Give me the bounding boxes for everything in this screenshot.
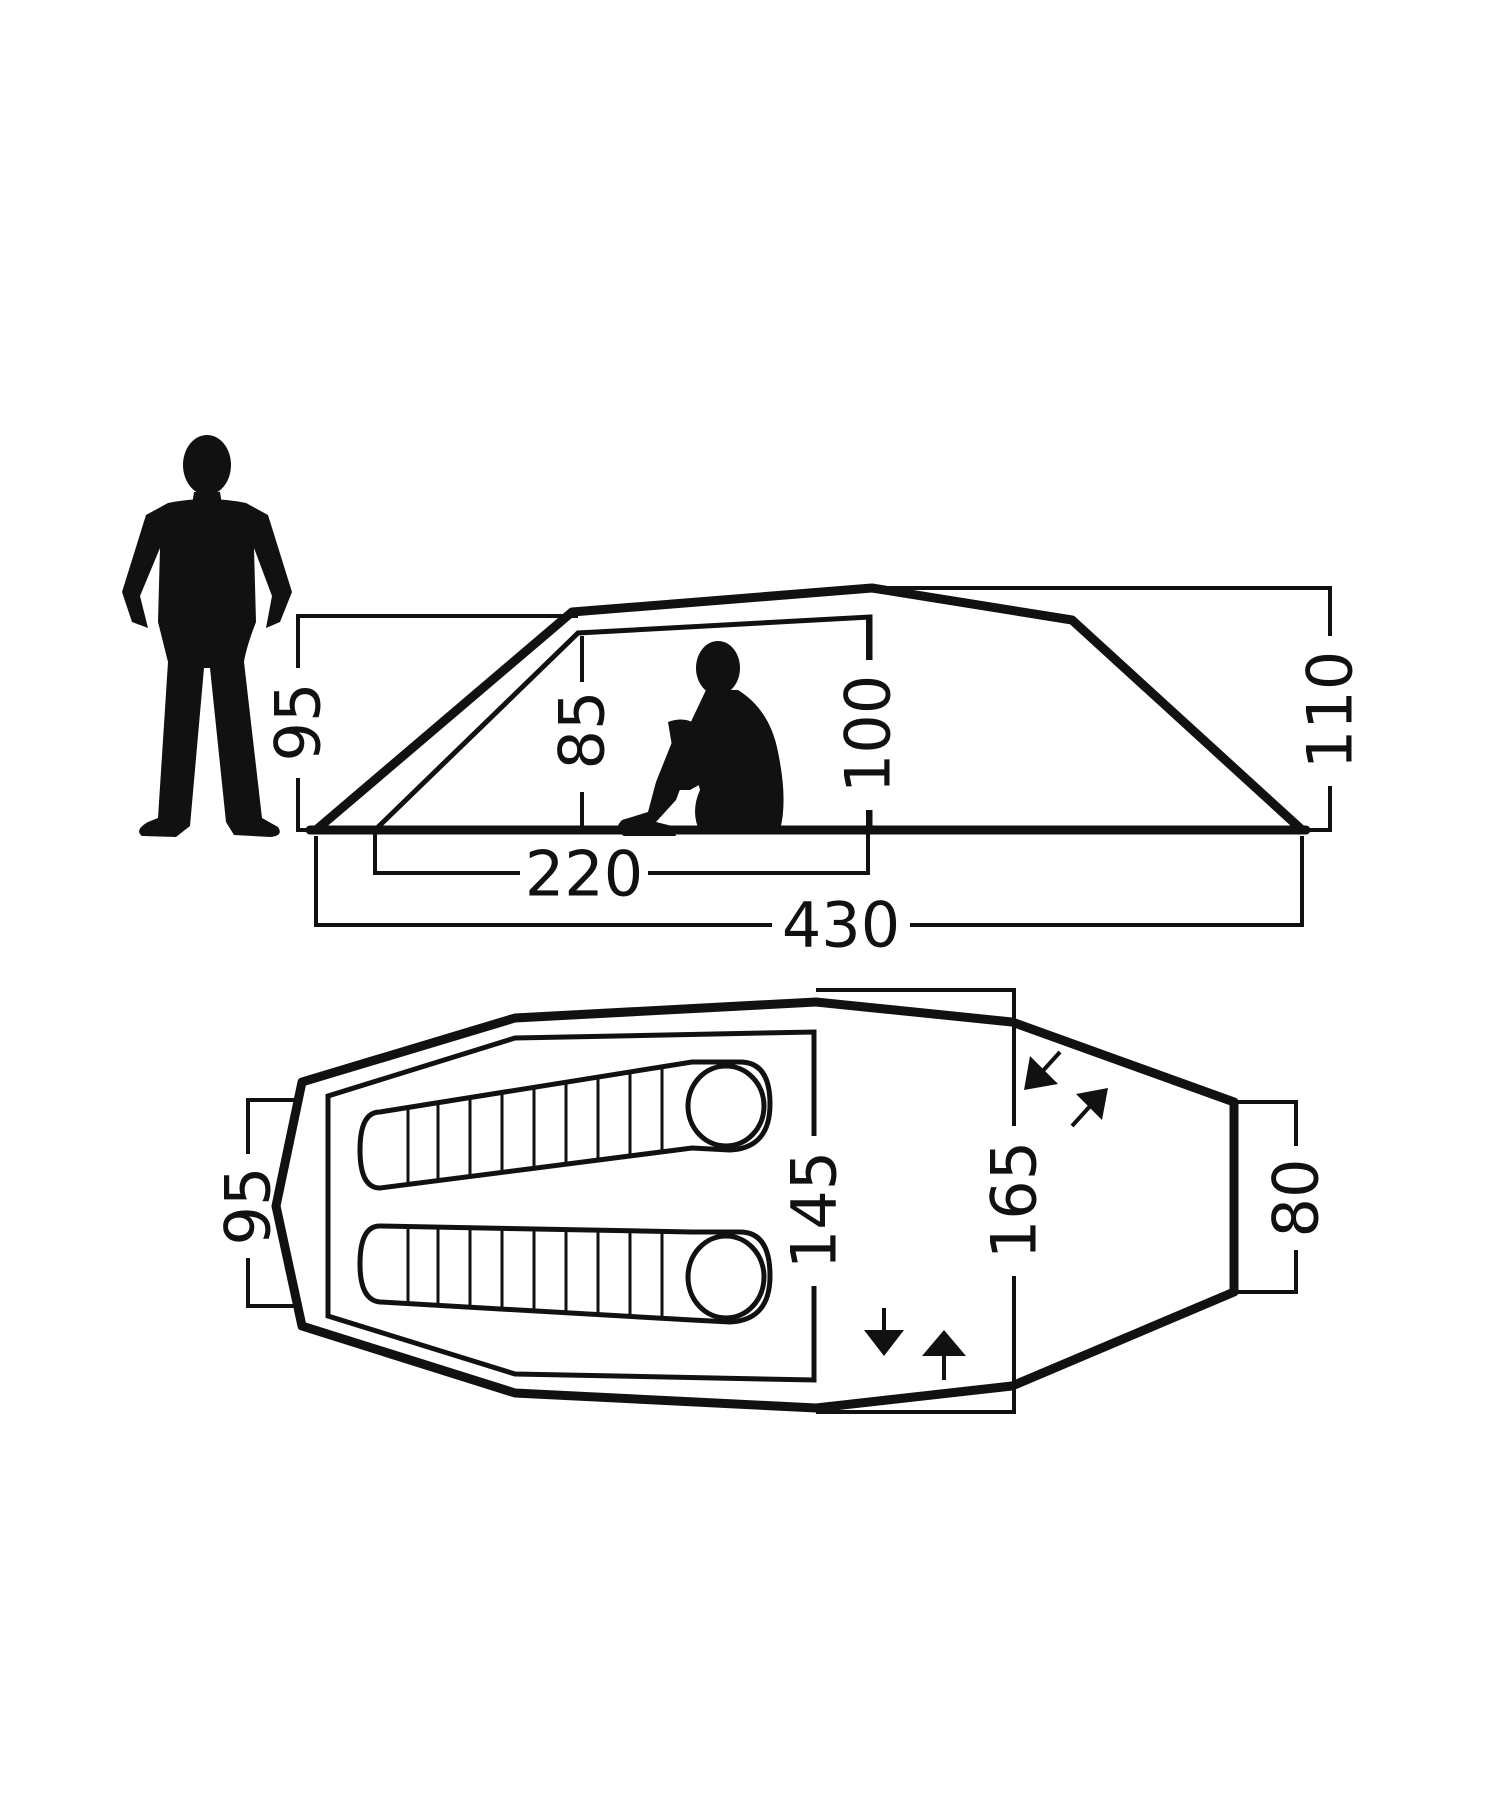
- inner-peak-height-label: 100: [832, 675, 905, 793]
- side-view: 95 85 100 110 220 430: [122, 435, 1367, 962]
- floor-plan: 95 145 165 80: [212, 988, 1333, 1414]
- foot-end-width-label: 80: [1260, 1159, 1333, 1238]
- label-bg: [284, 668, 314, 778]
- inner-width-label: 145: [778, 1151, 851, 1269]
- label-bg: [796, 1136, 832, 1286]
- outer-height-label: 95: [262, 683, 335, 762]
- outer-length-label: 430: [782, 889, 900, 962]
- inner-tent-floor: [325, 1029, 817, 1383]
- label-bg: [772, 898, 910, 952]
- tent-outer-shell: [311, 583, 1307, 835]
- label-bg: [1312, 636, 1348, 786]
- label-bg: [850, 660, 886, 810]
- standing-person-icon: [122, 435, 292, 837]
- vestibule-width-label: 165: [978, 1141, 1051, 1259]
- label-bg: [1278, 1146, 1314, 1250]
- sitting-person-icon: [617, 641, 784, 836]
- outer-peak-height-label: 110: [1294, 651, 1367, 769]
- sleeping-bag-icon: [357, 1223, 773, 1325]
- sleeping-bag-ribs: [406, 1068, 664, 1184]
- inner-tent: [373, 614, 873, 832]
- sleeping-bag-ribs: [406, 1227, 664, 1318]
- entrance-arrows-icon: [1024, 1050, 1108, 1128]
- head-end-width-label: 95: [212, 1167, 285, 1246]
- entrance-arrows-icon: [864, 1308, 966, 1380]
- sleeping-bag-icon: [357, 1059, 773, 1191]
- inner-height-label: 85: [546, 691, 619, 770]
- inner-length-label: 220: [525, 838, 643, 911]
- label-bg: [520, 848, 648, 900]
- label-bg: [996, 1126, 1032, 1276]
- label-bg: [230, 1154, 266, 1258]
- label-bg: [566, 682, 598, 792]
